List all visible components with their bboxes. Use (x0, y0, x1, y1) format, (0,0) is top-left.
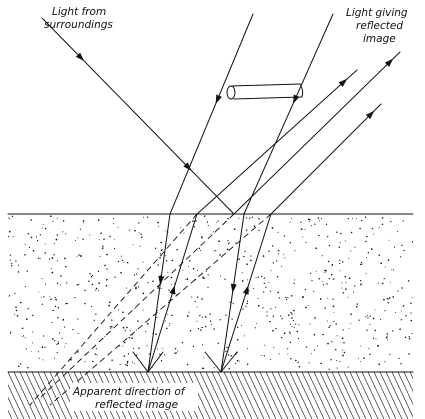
arrowhead-icon (230, 283, 237, 293)
label-light-giving-line3: image (363, 33, 396, 45)
arrowhead-icon (215, 94, 222, 104)
label-light-from-surroundings-line2: surroundings (44, 19, 113, 31)
apparent-direction-dash-2 (39, 213, 235, 399)
emerging-ray-2 (233, 51, 401, 215)
incoming-ray-right (220, 13, 334, 373)
arrowhead-icon (169, 285, 176, 295)
arrowhead-icon (365, 110, 375, 120)
label-apparent-direction-bg (70, 383, 198, 411)
transparent-layer-stipple (8, 215, 413, 371)
reflection-mark-left (132, 351, 164, 373)
arrowhead-icon (338, 78, 348, 87)
arrowhead-icon (384, 58, 394, 67)
label-light-giving-line2: reflected (356, 20, 403, 32)
reflecting-base-hatching (8, 372, 413, 419)
arrowhead-icon (158, 275, 165, 286)
cylinder-object (226, 83, 304, 100)
arrowhead-icon (75, 52, 85, 62)
arrowhead-icon (242, 285, 249, 295)
arrowheads (75, 52, 394, 295)
incoming-ray-left (147, 13, 254, 373)
surrounding-light-ray (41, 17, 235, 215)
arrowhead-icon (292, 94, 300, 104)
label-light-giving-line1: Light giving (346, 7, 408, 19)
label-apparent-direction-line2: reflected image (95, 399, 178, 411)
emerging-ray-1 (196, 69, 358, 215)
label-apparent-direction-line1: Apparent direction of (72, 386, 187, 398)
arrowhead-icon (183, 162, 192, 171)
label-light-from-surroundings-line1: Light from (52, 6, 106, 18)
apparent-direction-dash-1 (29, 213, 198, 406)
reflection-mark-right (204, 351, 238, 373)
apparent-direction-dash-3 (49, 213, 272, 406)
emerging-ray-3 (270, 103, 382, 215)
